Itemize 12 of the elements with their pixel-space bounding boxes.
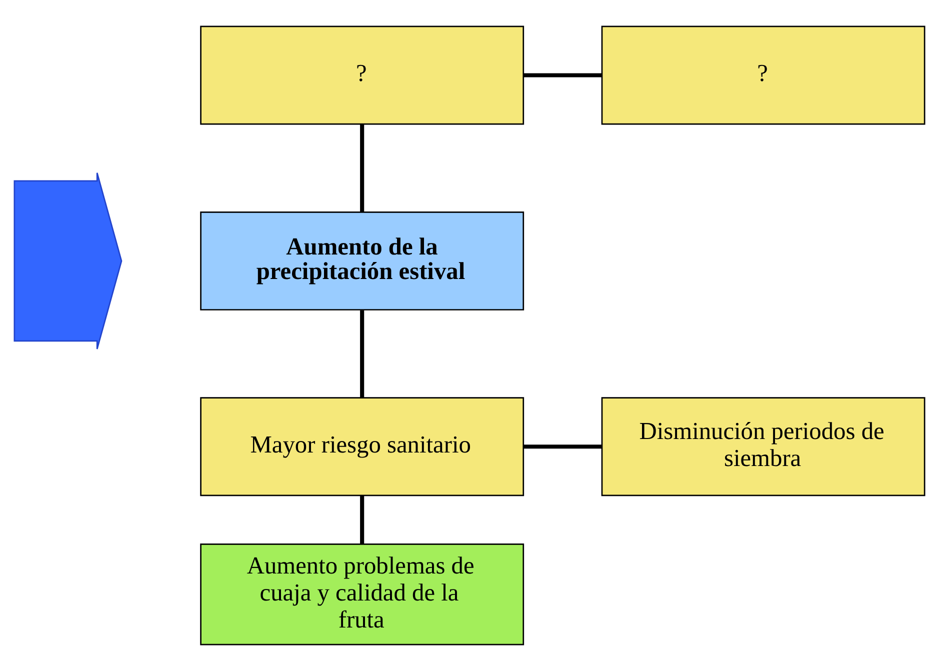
connector [360,495,364,544]
node-box: Aumento problemas de cuaja y calidad de la fruta [200,543,524,645]
connector [360,124,364,212]
node-box: ? [600,25,925,124]
node-box: Aumento de la precipitación estival [200,210,524,310]
connector [523,72,602,77]
connector [523,444,602,448]
connector [360,310,364,398]
node-box: Disminución periodos de siembra [600,396,925,496]
node-box: Mayor riesgo sanitario [200,396,524,496]
node-arrow [13,172,122,350]
node-box: ? [200,25,524,124]
